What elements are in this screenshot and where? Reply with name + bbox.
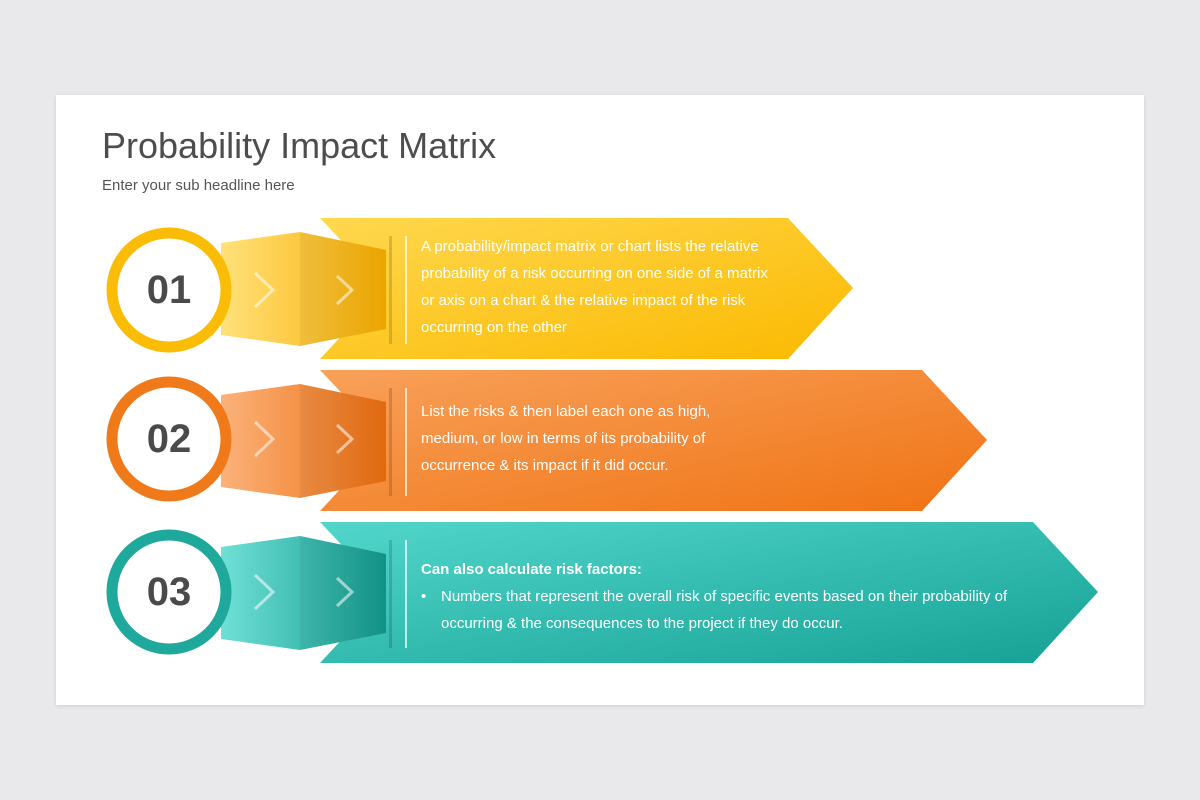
step-bullet: • Numbers that represent the overall ris… [421, 583, 1021, 637]
step-number-03: 03 [146, 570, 192, 614]
chevron-right-icon [335, 576, 355, 608]
step-text-01: A probability/impact matrix or chart lis… [421, 233, 771, 341]
chevron-right-icon [335, 423, 355, 455]
arrow-banner-3 [106, 522, 1098, 663]
step-text-02: List the risks & then label each one as … [421, 398, 741, 479]
matrix-item-1: 01 A probability/impact matrix or chart … [56, 218, 1144, 364]
step-paragraph: A probability/impact matrix or chart lis… [421, 238, 768, 336]
slide: Probability Impact Matrix Enter your sub… [56, 95, 1144, 705]
chevron-right-icon [253, 271, 276, 309]
arrow-banner-1 [106, 218, 853, 359]
chevron-right-icon [253, 420, 276, 458]
step-heading: Can also calculate risk factors: [421, 561, 642, 578]
bullet-dot-icon: • [421, 588, 427, 605]
matrix-item-3: 03 Can also calculate risk factors: • Nu… [56, 522, 1144, 668]
matrix-item-2: 02 List the risks & then label each one … [56, 370, 1144, 516]
slide-title: Probability Impact Matrix [102, 125, 497, 166]
chevron-right-icon [335, 274, 355, 306]
step-number-01: 01 [146, 268, 192, 312]
step-text-03: Can also calculate risk factors: • Numbe… [421, 556, 1021, 637]
chevron-right-icon [253, 573, 276, 611]
step-paragraph: List the risks & then label each one as … [421, 403, 711, 474]
slide-subtitle: Enter your sub headline here [102, 177, 295, 194]
step-number-02: 02 [146, 417, 192, 461]
arrow-banner-2 [106, 370, 987, 511]
step-bullet-text: Numbers that represent the overall risk … [441, 588, 1008, 632]
